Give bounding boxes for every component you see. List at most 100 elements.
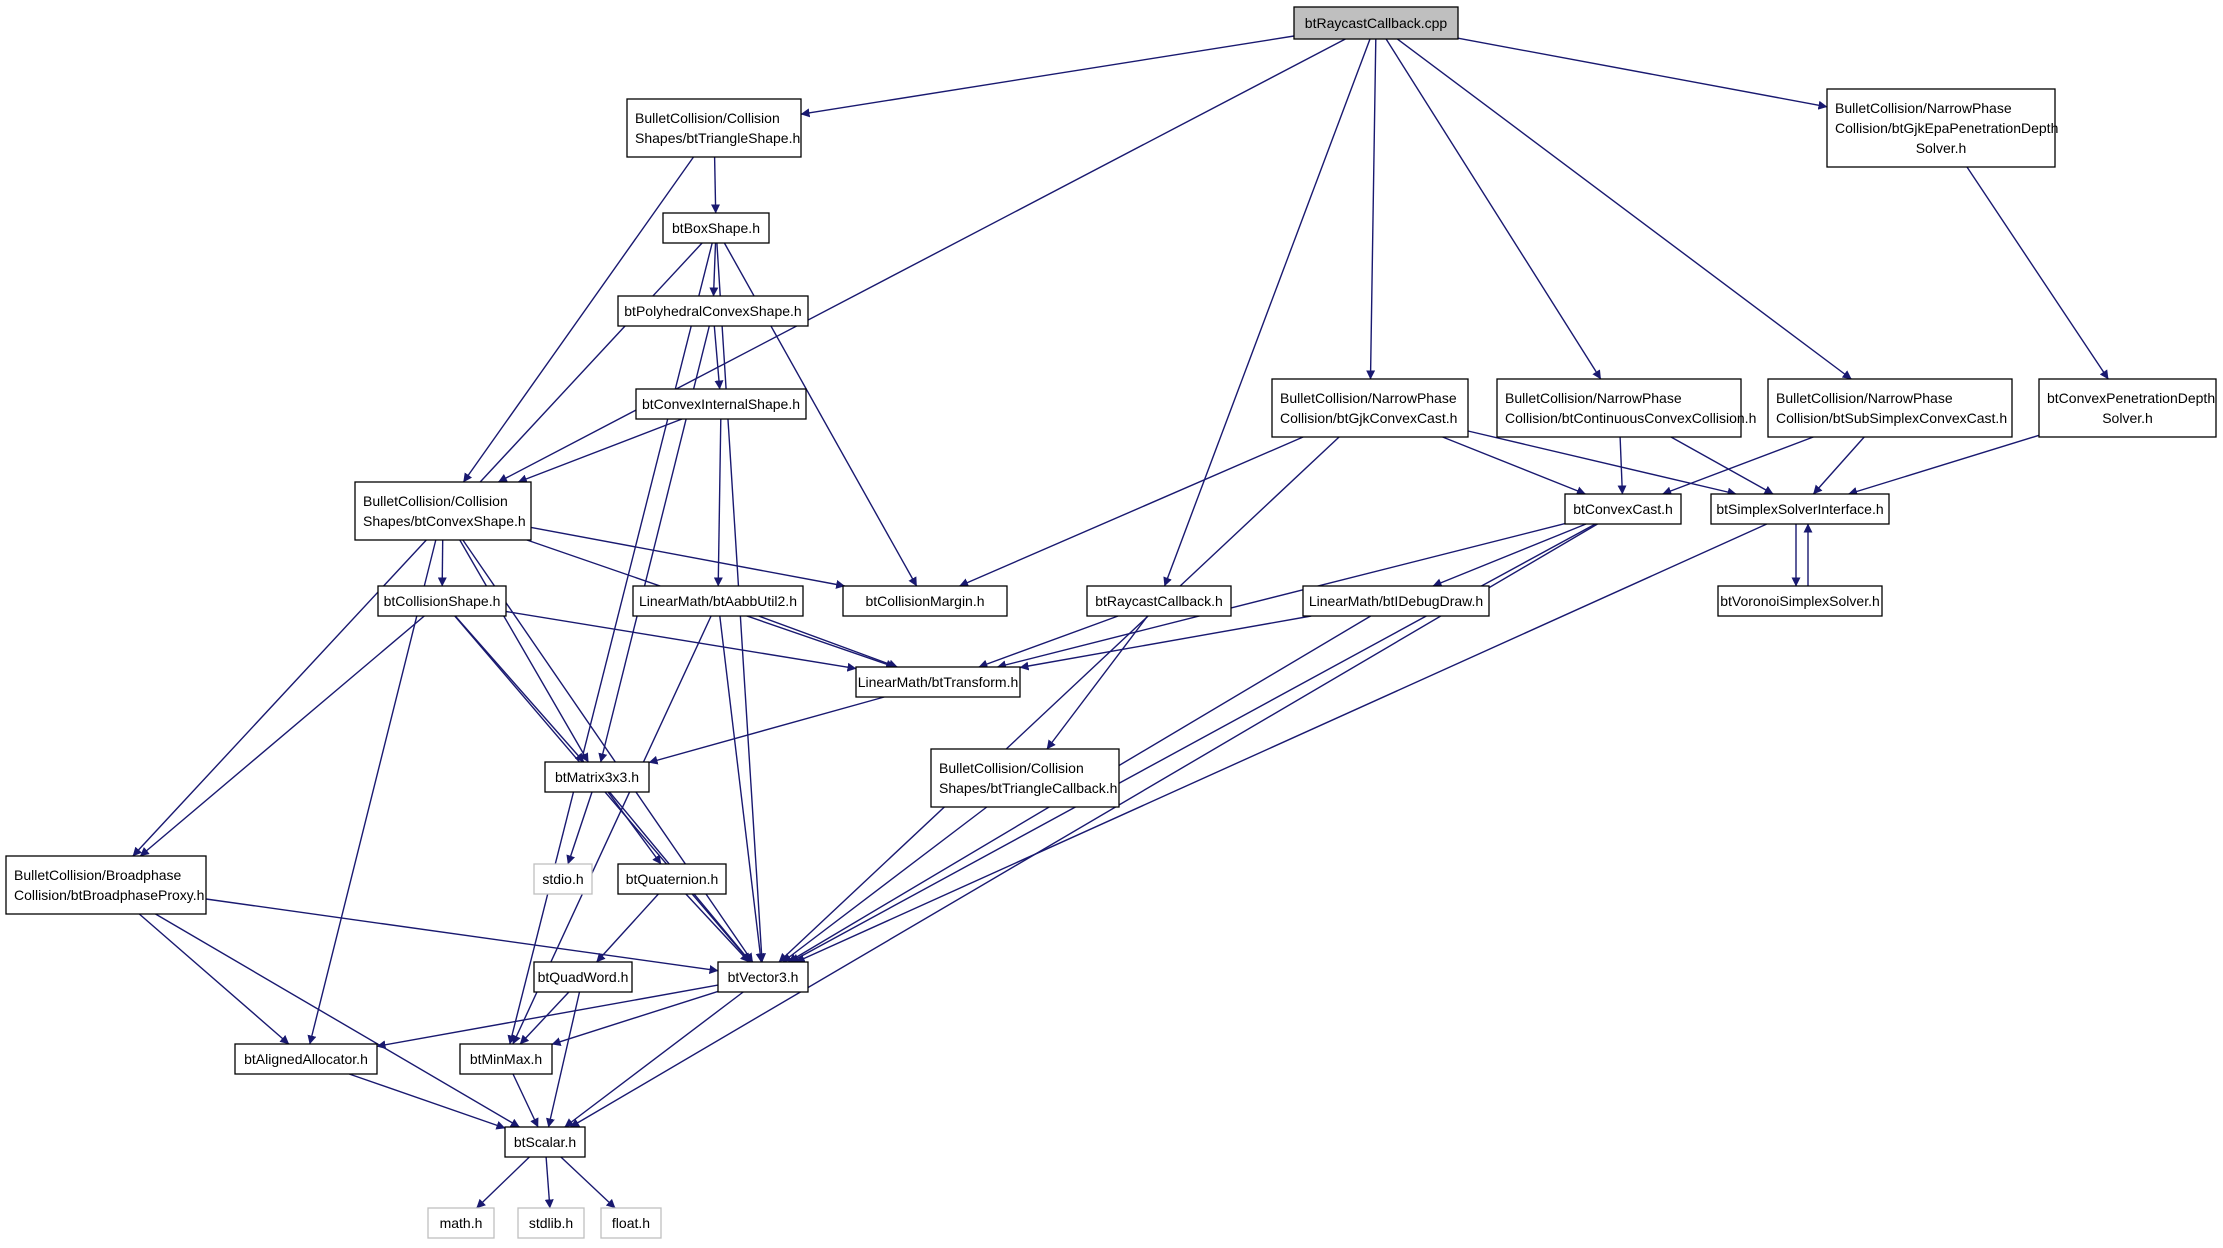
node-btvoronoisimplexsolver-h[interactable]: btVoronoiSimplexSolver.h <box>1717 585 1883 617</box>
node-btraycastcallback-h[interactable]: btRaycastCallback.h <box>1086 585 1232 617</box>
edge-boxShape-to-broadphase <box>132 242 703 857</box>
node-btraycastcallback-cpp[interactable]: btRaycastCallback.cpp <box>1293 6 1459 40</box>
node-stdlib-h[interactable]: stdlib.h <box>517 1207 585 1239</box>
edge-gjkConvexCast-to-collisionMargin <box>959 436 1304 587</box>
edge-broadphase-to-vector3 <box>205 898 719 974</box>
node-btpolyhedralconvexshape-h[interactable]: btPolyhedralConvexShape.h <box>617 295 809 327</box>
node-label: btAlignedAllocator.h <box>244 1051 368 1067</box>
edge-root-to-raycastH <box>1163 38 1371 587</box>
node-box <box>1826 88 2056 168</box>
node-bulletcollision-collision-shapes-btconvexshape-h[interactable]: BulletCollision/CollisionShapes/btConvex… <box>354 481 532 541</box>
node-btalignedallocator-h[interactable]: btAlignedAllocator.h <box>234 1043 378 1075</box>
edge-convexCast-to-scalar <box>570 523 1598 1128</box>
node-bulletcollision-broadphase-collision-btbroadphaseproxy-h[interactable]: BulletCollision/BroadphaseCollision/btBr… <box>5 855 207 915</box>
node-bulletcollision-collision-shapes-bttrianglecallback-h[interactable]: BulletCollision/CollisionShapes/btTriang… <box>930 748 1120 808</box>
edge-quaternion-to-quadWord <box>596 893 659 963</box>
node-box <box>1717 585 1883 617</box>
node-label: LinearMath/btIDebugDraw.h <box>1309 593 1483 609</box>
node-bulletcollision-collision-shapes-bttriangleshape-h[interactable]: BulletCollision/CollisionShapes/btTriang… <box>626 98 802 158</box>
edge-transform-to-matrix3x3 <box>648 696 885 765</box>
edge-subSimplex-to-convexCast <box>1662 436 1814 496</box>
node-btboxshape-h[interactable]: btBoxShape.h <box>662 212 770 244</box>
node-label: btConvexCast.h <box>1573 501 1673 517</box>
node-label: btConvexPenetrationDepth <box>2047 390 2215 406</box>
node-box <box>533 961 633 993</box>
edge-matrix3x3-to-quaternion <box>607 791 662 865</box>
edge-boxShape-to-polyConvex <box>709 242 719 297</box>
node-box <box>600 1207 662 1239</box>
node-box <box>1293 6 1459 40</box>
node-box <box>662 212 770 244</box>
node-label: btPolyhedralConvexShape.h <box>624 303 801 319</box>
node-box <box>427 1207 495 1239</box>
node-label: stdlib.h <box>529 1215 573 1231</box>
node-label: Collision/btGjkEpaPenetrationDepth <box>1835 120 2058 136</box>
node-btquaternion-h[interactable]: btQuaternion.h <box>617 863 727 895</box>
edge-minMax-to-scalar <box>512 1073 539 1128</box>
node-box <box>1767 378 2013 438</box>
edge-convexInternal-to-aabbUtil <box>713 418 723 587</box>
edge-convexCast-to-transform <box>996 522 1566 670</box>
node-box <box>377 585 507 617</box>
node-btconvexinternalshape-h[interactable]: btConvexInternalShape.h <box>635 388 807 420</box>
edges-layer <box>132 35 2109 1209</box>
node-btmatrix3x3-h[interactable]: btMatrix3x3.h <box>544 761 650 793</box>
node-label: Shapes/btConvexShape.h <box>363 513 526 529</box>
node-label: btQuadWord.h <box>538 969 629 985</box>
node-box <box>617 863 727 895</box>
node-label: Collision/btSubSimplexConvexCast.h <box>1776 410 2007 426</box>
node-bulletcollision-narrowphase-collision-btsubsimplexconvexcast-h[interactable]: BulletCollision/NarrowPhaseCollision/btS… <box>1767 378 2013 438</box>
node-bulletcollision-narrowphase-collision-btgjkconvexcast-h[interactable]: BulletCollision/NarrowPhaseCollision/btG… <box>1271 378 1469 438</box>
edge-raycastH-to-triCallback <box>1046 615 1149 750</box>
node-label: Collision/btBroadphaseProxy.h <box>14 887 204 903</box>
node-label: btVector3.h <box>728 969 799 985</box>
node-box <box>855 666 1021 698</box>
node-linearmath-bttransform-h[interactable]: LinearMath/btTransform.h <box>855 666 1021 698</box>
edge-aabbUtil-to-vector3 <box>719 615 765 963</box>
node-label: BulletCollision/Collision <box>939 760 1084 776</box>
edge-scalar-to-stdlib <box>544 1156 554 1209</box>
node-stdio-h[interactable]: stdio.h <box>533 863 593 895</box>
edge-quadWord-to-minMax <box>519 991 570 1045</box>
node-btscalar-h[interactable]: btScalar.h <box>504 1126 586 1158</box>
node-box <box>517 1207 585 1239</box>
edge-convexShape-to-collisionMargin <box>530 526 846 589</box>
node-btvector3-h[interactable]: btVector3.h <box>717 961 809 993</box>
edge-vector3-to-scalar <box>564 991 744 1128</box>
node-btcollisionshape-h[interactable]: btCollisionShape.h <box>377 585 507 617</box>
node-box <box>1086 585 1232 617</box>
edge-alignedAlloc-to-scalar <box>348 1073 506 1130</box>
edge-boxShape-to-minMax <box>507 242 713 1045</box>
edge-matrix3x3-to-stdio <box>566 791 593 865</box>
node-btconvexcast-h[interactable]: btConvexCast.h <box>1564 493 1682 525</box>
node-label: BulletCollision/NarrowPhase <box>1776 390 1953 406</box>
node-math-h[interactable]: math.h <box>427 1207 495 1239</box>
edge-quadWord-to-scalar <box>546 991 581 1128</box>
edge-convexCast-to-idebugDraw <box>1432 523 1587 587</box>
node-linearmath-btidebugdraw-h[interactable]: LinearMath/btIDebugDraw.h <box>1302 585 1490 617</box>
node-linearmath-btaabbutil2-h[interactable]: LinearMath/btAabbUtil2.h <box>632 585 804 617</box>
node-label: Solver.h <box>1916 140 1967 156</box>
node-box <box>1302 585 1490 617</box>
node-box <box>544 761 650 793</box>
node-label: btConvexInternalShape.h <box>642 396 800 412</box>
node-btsimplexsolverinterface-h[interactable]: btSimplexSolverInterface.h <box>1710 493 1890 525</box>
edge-root-to-gjkConvexCast <box>1366 38 1377 380</box>
node-bulletcollision-narrowphase-collision-btcontinuousconvexcollision-h[interactable]: BulletCollision/NarrowPhaseCollision/btC… <box>1496 378 1756 438</box>
node-btcollisionmargin-h[interactable]: btCollisionMargin.h <box>842 585 1008 617</box>
node-box <box>234 1043 378 1075</box>
node-btquadword-h[interactable]: btQuadWord.h <box>533 961 633 993</box>
edge-root-to-gjkEpaPen <box>1457 37 1828 110</box>
node-bulletcollision-narrowphase-collision-btgjkepapenetrationdepth-solver-h[interactable]: BulletCollision/NarrowPhaseCollision/btG… <box>1826 88 2058 168</box>
node-label: btMinMax.h <box>470 1051 542 1067</box>
node-label: Solver.h <box>2102 410 2153 426</box>
node-label: BulletCollision/NarrowPhase <box>1505 390 1682 406</box>
node-float-h[interactable]: float.h <box>600 1207 662 1239</box>
edge-gjkConvexCast-to-vector3 <box>778 436 1340 963</box>
node-label: BulletCollision/Broadphase <box>14 867 182 883</box>
node-label: Collision/btContinuousConvexCollision.h <box>1505 410 1756 426</box>
node-btminmax-h[interactable]: btMinMax.h <box>459 1043 553 1075</box>
node-label: BulletCollision/NarrowPhase <box>1280 390 1457 406</box>
